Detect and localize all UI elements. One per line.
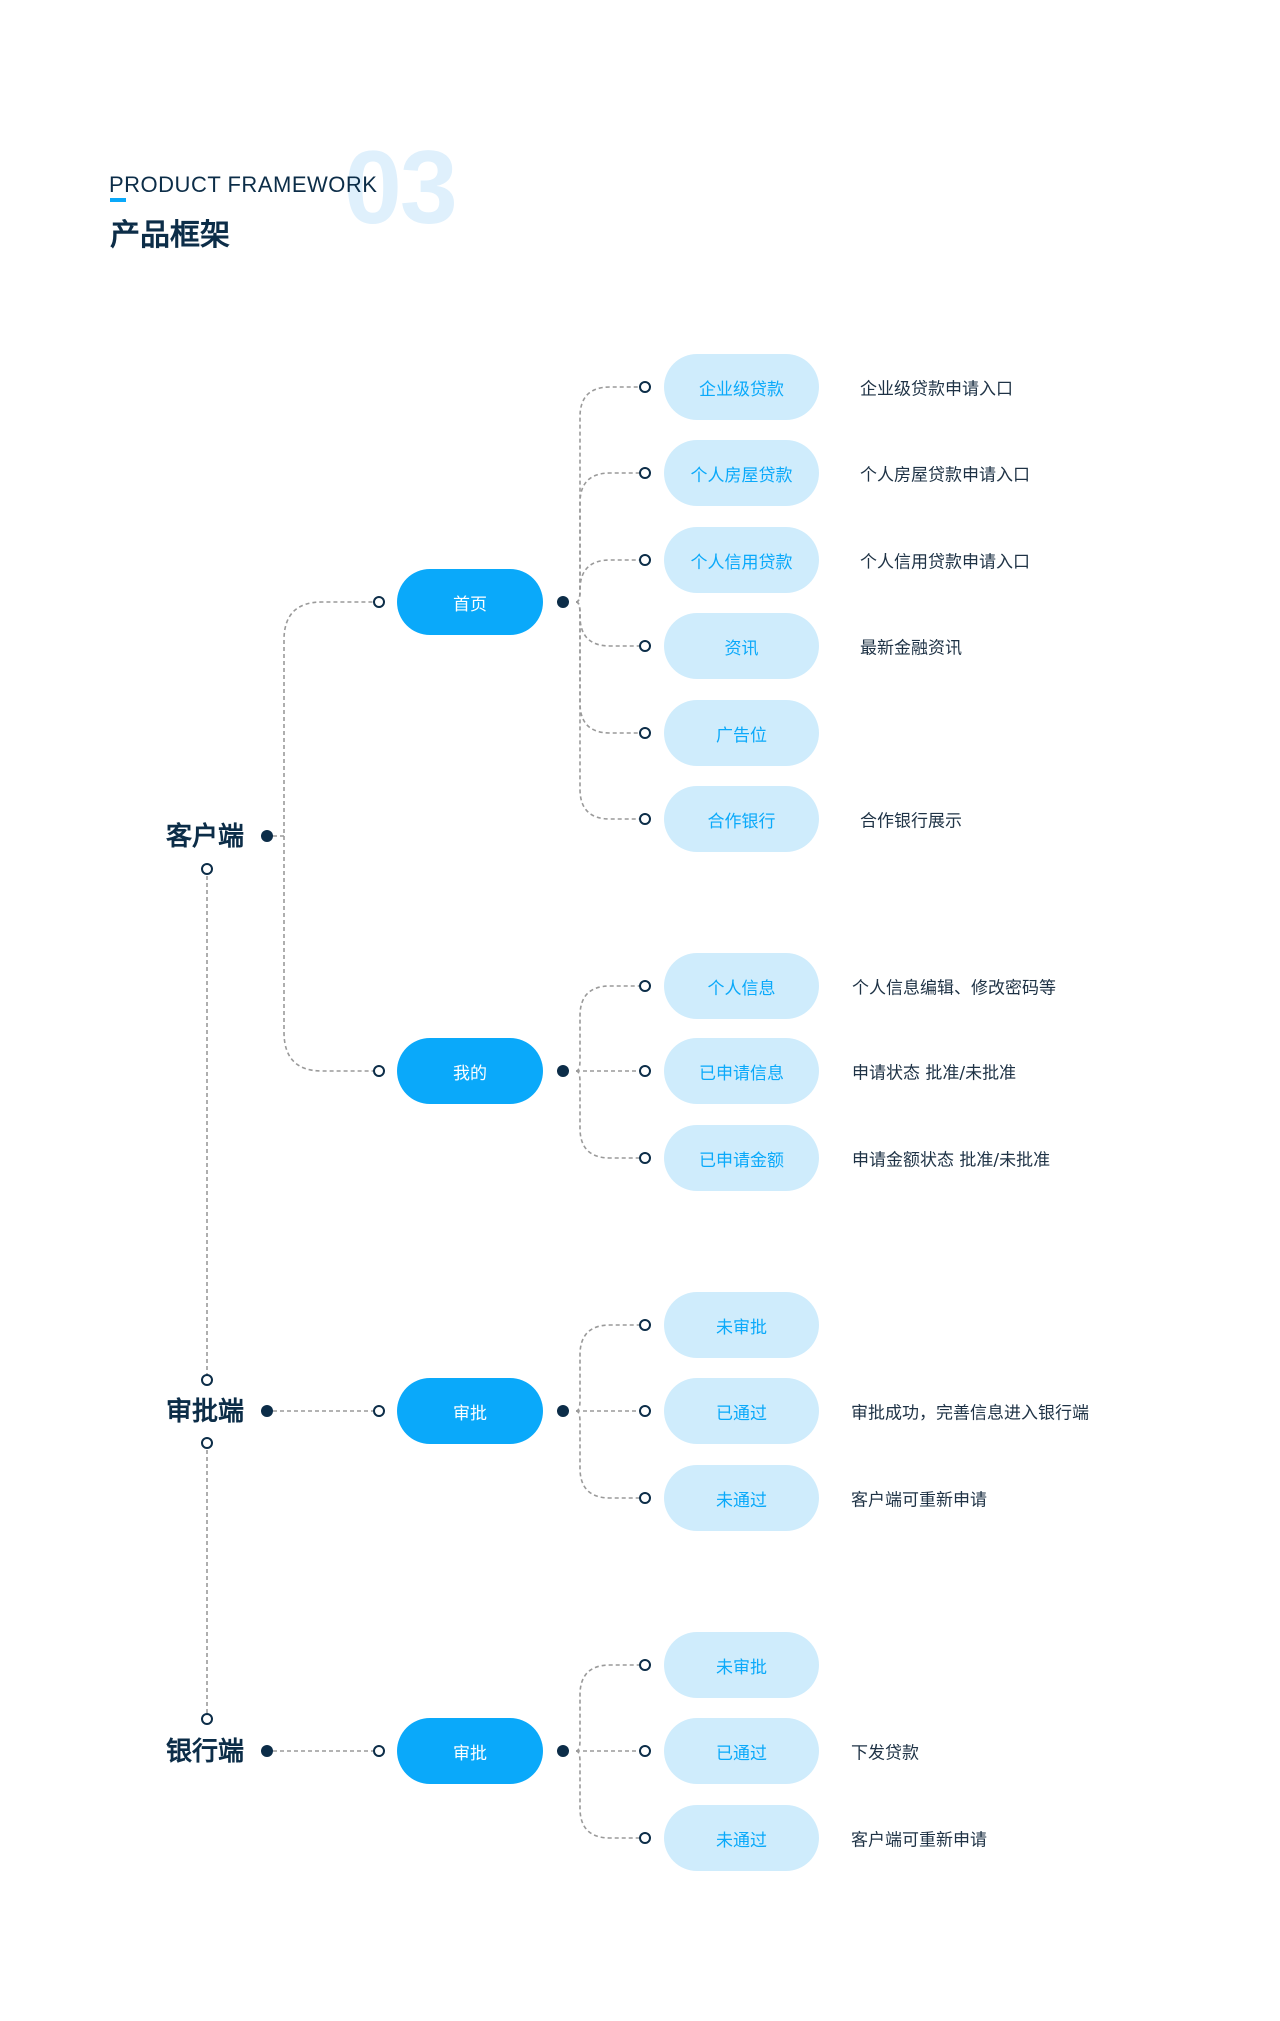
node-ring (639, 1492, 651, 1504)
bank-approval-out-dot (557, 1745, 569, 1757)
desc-partner-banks: 合作银行展示 (860, 811, 962, 832)
node-ring (639, 1659, 651, 1671)
node-ring (639, 980, 651, 992)
connector-approval-children (575, 1324, 639, 1412)
node-ring (639, 1745, 651, 1757)
connector-home-children (575, 472, 639, 603)
desc-personal-info: 个人信息编辑、修改密码等 (852, 978, 1056, 999)
connector-mine-children (575, 1070, 639, 1159)
node-ring (639, 381, 651, 393)
node-ad-slot[interactable]: 广告位 (664, 700, 819, 766)
node-ring (639, 640, 651, 652)
connector-home-children (575, 601, 639, 820)
node-credit-loan[interactable]: 个人信用贷款 (664, 527, 819, 593)
connector-mine-children (575, 985, 639, 1072)
home-out-dot (557, 596, 569, 608)
node-ring (639, 1832, 651, 1844)
root-node-client: 客户端 (166, 822, 245, 852)
node-bank-passed[interactable]: 已通过 (664, 1718, 819, 1784)
connector-bank-children (575, 1664, 639, 1752)
node-approval-passed[interactable]: 已通过 (664, 1378, 819, 1444)
module-approval[interactable]: 审批 (397, 1378, 543, 1444)
desc-enterprise-loan: 企业级贷款申请入口 (860, 379, 1013, 400)
connector-home-children (575, 386, 639, 603)
bank-approval-in-ring (373, 1745, 385, 1757)
root-client-connector-dot (261, 830, 273, 842)
desc-credit-loan: 个人信用贷款申请入口 (860, 552, 1030, 573)
node-approval-pending[interactable]: 未审批 (664, 1292, 819, 1358)
connector-home-children (575, 559, 639, 603)
page-title: 产品框架 (110, 218, 230, 253)
section-subtitle-en: PRODUCT FRAMEWORK (109, 172, 378, 197)
module-bank-approval[interactable]: 审批 (397, 1718, 543, 1784)
node-news[interactable]: 资讯 (664, 613, 819, 679)
root-node-approval: 审批端 (166, 1397, 245, 1427)
root-bank-top-ring (201, 1713, 213, 1725)
desc-approval-rejected: 客户端可重新申请 (851, 1490, 987, 1511)
node-ring (639, 1405, 651, 1417)
node-bank-rejected[interactable]: 未通过 (664, 1805, 819, 1871)
node-partner-banks[interactable]: 合作银行 (664, 786, 819, 852)
node-ring (639, 1065, 651, 1077)
desc-bank-rejected: 客户端可重新申请 (851, 1830, 987, 1851)
connector-home-children (575, 601, 639, 734)
section-number: 03 (344, 130, 458, 246)
root-client-bottom-ring (201, 863, 213, 875)
node-housing-loan[interactable]: 个人房屋贷款 (664, 440, 819, 506)
node-applied-amount[interactable]: 已申请金额 (664, 1125, 819, 1191)
approval-in-ring (373, 1405, 385, 1417)
connector-approval-children (575, 1410, 639, 1499)
desc-bank-passed: 下发贷款 (851, 1743, 919, 1764)
node-applied-info[interactable]: 已申请信息 (664, 1038, 819, 1104)
connector-home-children (575, 601, 639, 647)
home-in-ring (373, 596, 385, 608)
node-approval-rejected[interactable]: 未通过 (664, 1465, 819, 1531)
desc-applied-info: 申请状态 批准/未批准 (852, 1063, 1017, 1084)
desc-housing-loan: 个人房屋贷款申请入口 (860, 465, 1030, 486)
mine-out-dot (557, 1065, 569, 1077)
mine-in-ring (373, 1065, 385, 1077)
node-bank-pending[interactable]: 未审批 (664, 1632, 819, 1698)
node-ring (639, 467, 651, 479)
node-ring (639, 1319, 651, 1331)
node-personal-info[interactable]: 个人信息 (664, 953, 819, 1019)
desc-news: 最新金融资讯 (860, 638, 962, 659)
subtitle-accent-bar (110, 198, 126, 202)
desc-applied-amount: 申请金额状态 批准/未批准 (852, 1150, 1051, 1171)
approval-out-dot (557, 1405, 569, 1417)
node-ring (639, 813, 651, 825)
root-approval-top-ring (201, 1374, 213, 1386)
desc-approval-passed: 审批成功，完善信息进入银行端 (851, 1403, 1089, 1424)
node-ring (639, 727, 651, 739)
node-ring (639, 554, 651, 566)
node-ring (639, 1152, 651, 1164)
connector-client-mine (283, 836, 373, 1072)
root-bank-connector-dot (261, 1745, 273, 1757)
root-approval-bottom-ring (201, 1437, 213, 1449)
connector-client-home (273, 601, 373, 837)
module-home[interactable]: 首页 (397, 569, 543, 635)
root-node-bank: 银行端 (166, 1737, 245, 1767)
connector-bank-children (575, 1750, 639, 1839)
node-enterprise-loan[interactable]: 企业级贷款 (664, 354, 819, 420)
module-mine[interactable]: 我的 (397, 1038, 543, 1104)
root-approval-connector-dot (261, 1405, 273, 1417)
